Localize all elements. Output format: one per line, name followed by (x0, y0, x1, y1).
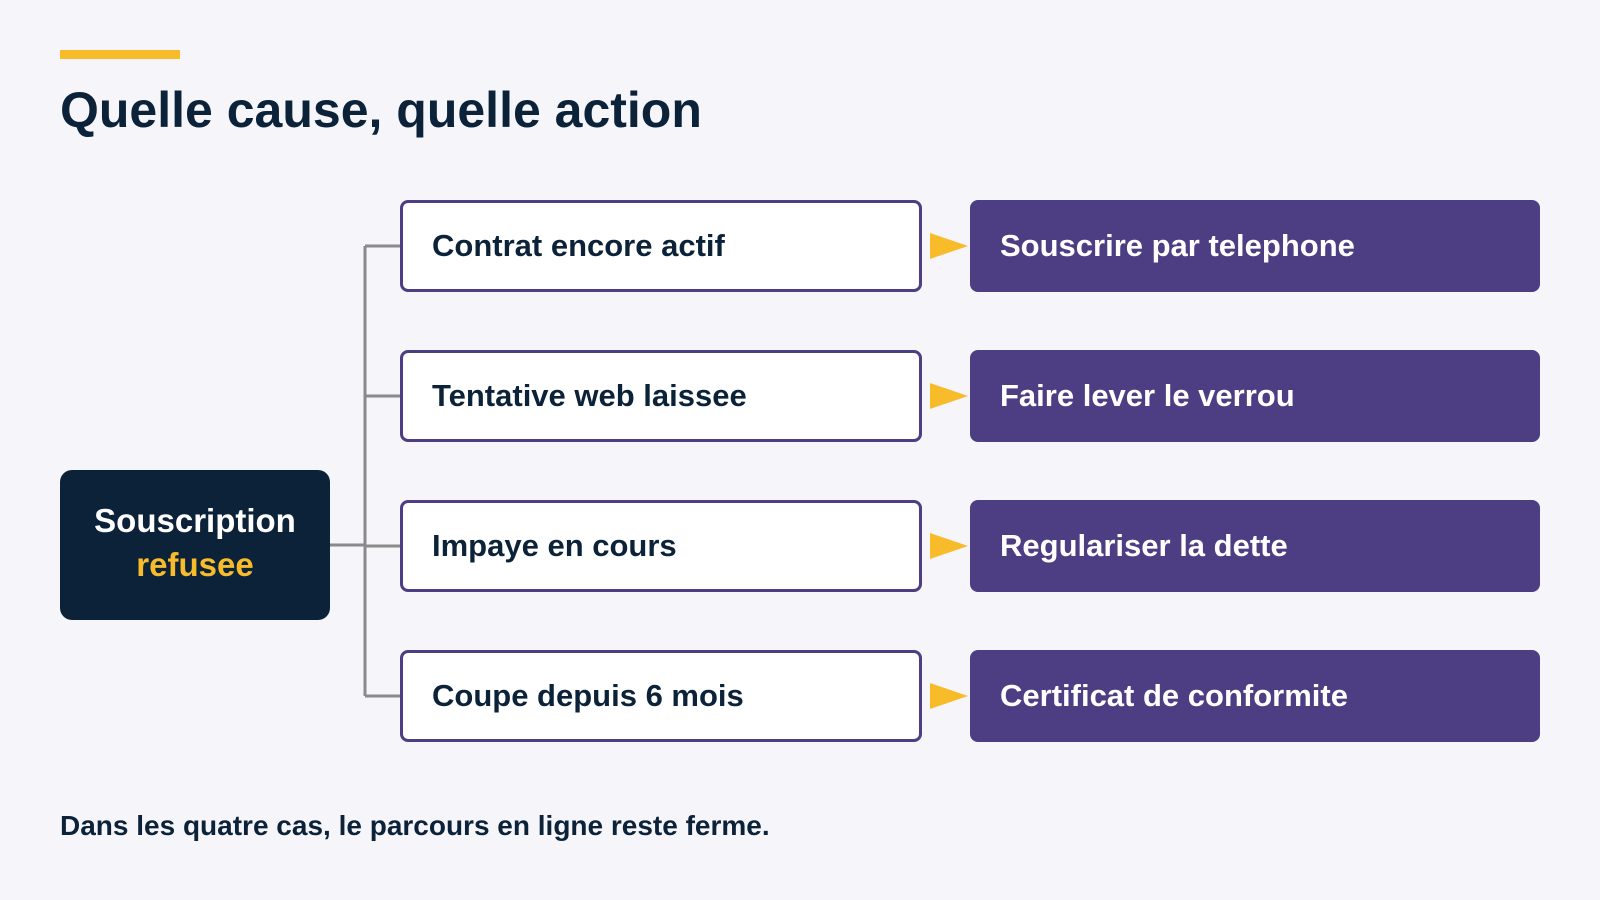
root-label-line2: refusee (136, 546, 254, 583)
arrow-icon-4 (930, 683, 968, 709)
action-box-3: Regulariser la dette (970, 500, 1540, 592)
arrow-icon-2 (930, 383, 968, 409)
cause-box-3: Impaye en cours (400, 500, 922, 592)
action-box-2: Faire lever le verrou (970, 350, 1540, 442)
arrow-icon-1 (930, 233, 968, 259)
action-box-4: Certificat de conformite (970, 650, 1540, 742)
root-label-line1: Souscription (94, 502, 296, 539)
cause-box-2: Tentative web laissee (400, 350, 922, 442)
page-title: Quelle cause, quelle action (60, 82, 702, 138)
cause-box-1: Contrat encore actif (400, 200, 922, 292)
action-box-1: Souscrire par telephone (970, 200, 1540, 292)
cause-box-4: Coupe depuis 6 mois (400, 650, 922, 742)
arrow-icon-3 (930, 533, 968, 559)
title-accent-bar (60, 50, 180, 59)
footer-note: Dans les quatre cas, le parcours en lign… (60, 810, 770, 841)
root-node: Souscription refusee (60, 470, 330, 620)
